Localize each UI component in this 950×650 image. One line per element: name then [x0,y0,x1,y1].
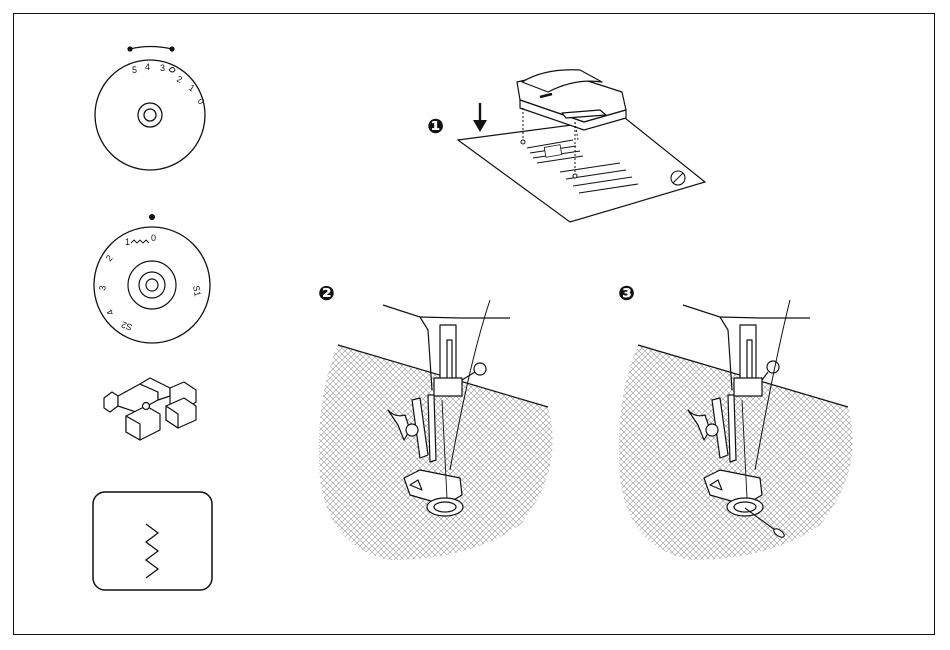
length-label-5: 5 [132,65,137,75]
width-label-s1: S1 [191,285,203,298]
width-label-1: 1 [125,237,130,247]
length-label-3: 3 [160,63,165,73]
stitch-pattern-card[interactable] [93,492,212,590]
width-label-0: 0 [151,233,156,243]
length-label-4: 4 [145,62,150,72]
stitch-width-dial[interactable]: 1 0 2 3 4 S2 S1 [94,214,210,343]
width-indicator-dot [149,214,155,220]
step1-marker: ❶ [427,114,444,138]
step3-marker: ❸ [618,281,635,305]
presser-foot-plate [517,70,626,130]
stitch-length-dial[interactable]: 5 4 3 2 1 0 [95,46,206,170]
down-arrow-icon [473,103,487,132]
step3-illustration: ❸ [618,281,853,560]
stitch-guide-paper [458,118,705,222]
zigzag-foot-icon [104,378,196,440]
step1-illustration: ❶ [427,70,705,222]
step2-marker: ❷ [318,281,335,305]
step2-illustration: ❷ [318,281,553,560]
